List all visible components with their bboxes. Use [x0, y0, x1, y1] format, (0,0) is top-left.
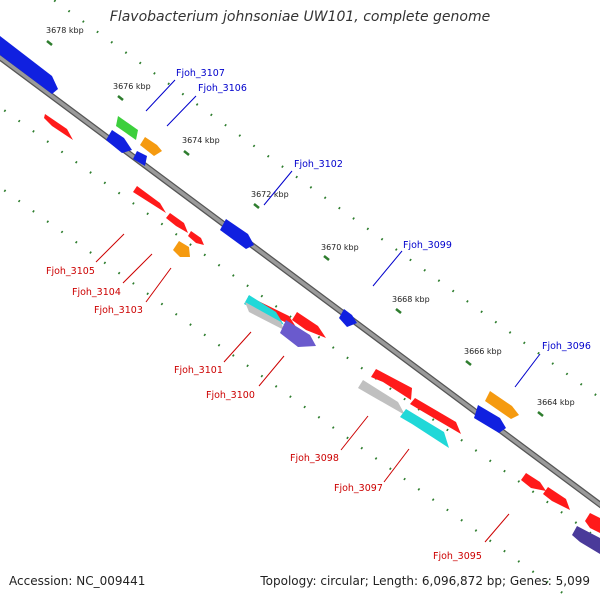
gene-arrow-blue	[0, 36, 58, 94]
leader-line	[383, 448, 410, 483]
gene-label-fjoh-3096[interactable]: Fjoh_3096	[542, 341, 591, 352]
gene-label-fjoh-3105[interactable]: Fjoh_3105	[46, 266, 95, 277]
accession-text: Accession: NC_009441	[9, 574, 146, 588]
leader-line	[145, 267, 172, 303]
leader-line	[122, 253, 153, 284]
leader-line	[223, 331, 252, 363]
gene-arrow-red	[410, 398, 461, 434]
reverse-leader-lines	[95, 233, 510, 543]
gene-label-fjoh-3099[interactable]: Fjoh_3099	[403, 240, 452, 251]
tick-row-outer	[51, 0, 600, 399]
gene-arrow-red	[292, 312, 326, 338]
gene-label-fjoh-3100[interactable]: Fjoh_3100	[206, 390, 255, 401]
gene-arrow-red	[371, 369, 412, 400]
tick-labels: 3678 kbp 3676 kbp 3674 kbp 3672 kbp 3670…	[46, 26, 575, 407]
map-title: Flavobacterium johnsoniae UW101, complet…	[109, 9, 491, 25]
gene-arrow-blue	[106, 130, 132, 153]
reverse-genes	[44, 114, 600, 554]
leader-line	[514, 353, 541, 388]
gene-arrow-orange	[173, 241, 190, 257]
gene-arrow-blue	[133, 151, 147, 166]
gene-arrow-gray	[245, 302, 284, 330]
forward-gene-labels: Fjoh_3107 Fjoh_3106 Fjoh_3102 Fjoh_3099 …	[176, 68, 591, 352]
gene-label-fjoh-3107[interactable]: Fjoh_3107	[176, 68, 225, 79]
leader-line	[166, 95, 197, 127]
major-tick	[183, 150, 190, 156]
reverse-gene-labels: Fjoh_3105 Fjoh_3104 Fjoh_3103 Fjoh_3101 …	[46, 266, 482, 562]
major-tick	[395, 308, 402, 314]
gene-arrow-cyan	[244, 295, 284, 325]
forward-genes	[0, 36, 519, 433]
tick-label: 3666 kbp	[464, 347, 502, 356]
gene-label-fjoh-3095[interactable]: Fjoh_3095	[433, 551, 482, 562]
tick-label: 3676 kbp	[113, 82, 151, 91]
gene-label-fjoh-3103[interactable]: Fjoh_3103	[94, 305, 143, 316]
tick-row-lower	[0, 185, 575, 600]
gene-arrow-gray	[358, 380, 405, 415]
tick-label: 3670 kbp	[321, 243, 359, 252]
leader-line	[372, 250, 403, 287]
gene-arrow-darkpurple	[572, 526, 600, 554]
gene-arrow-red	[166, 213, 188, 233]
gene-arrow-red	[44, 114, 73, 140]
gene-arrow-red	[543, 487, 570, 510]
gene-label-fjoh-3106[interactable]: Fjoh_3106	[198, 83, 247, 94]
leader-line	[258, 355, 285, 387]
gene-label-fjoh-3098[interactable]: Fjoh_3098	[290, 453, 339, 464]
forward-leader-lines	[145, 79, 541, 388]
tick-label: 3674 kbp	[182, 136, 220, 145]
gene-label-fjoh-3104[interactable]: Fjoh_3104	[72, 287, 121, 298]
major-tick	[323, 255, 330, 261]
gene-arrow-blue	[339, 309, 357, 327]
leader-line	[95, 233, 125, 263]
gene-arrow-blue	[474, 405, 506, 433]
tick-label: 3664 kbp	[537, 398, 575, 407]
major-tick	[465, 360, 472, 366]
genome-backbone	[0, 55, 600, 507]
leader-line	[145, 79, 176, 112]
major-tick	[253, 203, 260, 209]
tick-label: 3668 kbp	[392, 295, 430, 304]
gene-label-fjoh-3097[interactable]: Fjoh_3097	[334, 483, 383, 494]
major-tick	[46, 40, 53, 46]
leader-line	[484, 513, 510, 543]
gene-arrow-cyan	[400, 409, 449, 448]
major-tick	[117, 95, 124, 101]
major-tick	[537, 411, 544, 417]
gene-arrow-purple	[280, 320, 316, 347]
gene-arrow-blue	[220, 219, 254, 249]
leader-line	[263, 170, 293, 206]
tick-label: 3678 kbp	[46, 26, 84, 35]
gene-arrow-orange	[485, 391, 519, 419]
leader-line	[340, 415, 369, 451]
tick-label: 3672 kbp	[251, 190, 289, 199]
gene-label-fjoh-3101[interactable]: Fjoh_3101	[174, 365, 223, 376]
gene-arrow-red	[188, 231, 204, 245]
gene-arrow-green	[116, 116, 138, 140]
gene-arrow-red	[133, 186, 166, 213]
gene-arrow-orange	[140, 137, 162, 156]
gene-arrow-red	[585, 513, 600, 533]
major-ticks	[46, 40, 544, 417]
gene-arrow-red	[521, 473, 546, 491]
genome-summary-text: Topology: circular; Length: 6,096,872 bp…	[260, 574, 590, 588]
gene-label-fjoh-3102[interactable]: Fjoh_3102	[294, 159, 343, 170]
